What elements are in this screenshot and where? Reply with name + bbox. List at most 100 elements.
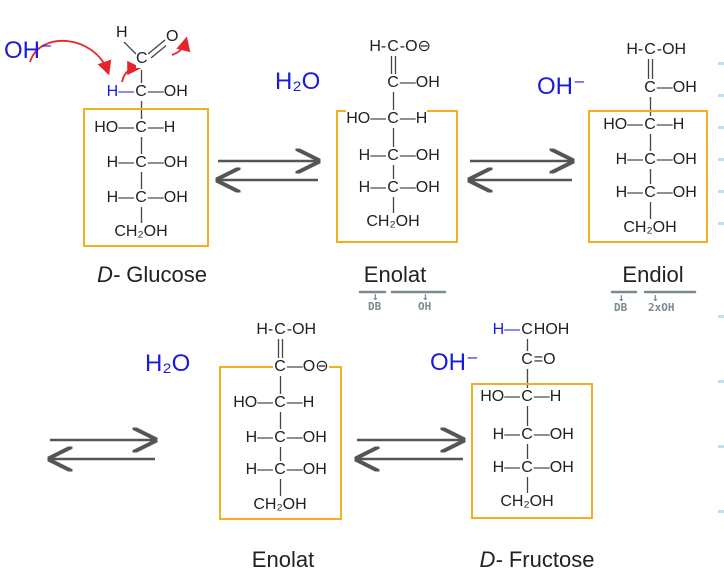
handwritten-arrow-icon: ↓ <box>422 290 429 303</box>
right-substituent: —OH <box>286 461 327 478</box>
left-substituent: H— <box>358 147 387 164</box>
aldehyde-hydrogen: H <box>116 24 128 42</box>
electron-shift-arrow-icon <box>171 36 191 56</box>
endiol-atom-row: H-C-OH <box>580 41 720 59</box>
left-substituent <box>71 223 113 241</box>
label-prefix: D- <box>479 547 503 572</box>
page-edge-mark <box>718 315 724 318</box>
enolat2-label: Enolat <box>251 547 315 572</box>
page-edge-mark <box>718 445 724 448</box>
left-substituent: H— <box>106 154 135 171</box>
carbon: CH₂OH <box>499 493 555 511</box>
right-substituent: —H <box>656 116 685 133</box>
reagent-hydroxide: OH⁻ <box>430 349 479 376</box>
carbon: C <box>273 461 287 479</box>
left-substituent <box>210 358 273 376</box>
glucose-atom-row: H—C—OH <box>71 83 211 101</box>
carbon: C <box>643 151 657 169</box>
fructose-label: D- Fructose <box>479 547 595 572</box>
enolat1-atom-row: HO—C—H <box>323 110 463 128</box>
page-edge-mark <box>718 510 724 513</box>
carbon: C <box>643 116 657 134</box>
carbon: C <box>273 429 287 447</box>
carbon: C <box>386 147 400 165</box>
page-edge-mark <box>718 190 724 193</box>
enolat2-atom-row: CH₂OH <box>210 496 350 514</box>
fructose-atom-row: H—C—OH <box>457 426 597 444</box>
carbon: C <box>386 74 400 92</box>
right-substituent: -OH <box>656 41 687 58</box>
carbon: C <box>386 110 400 128</box>
left-substituent: H— <box>358 179 387 196</box>
left-substituent <box>323 74 386 92</box>
carbon: C <box>520 321 534 339</box>
left-substituent: H— <box>106 189 135 206</box>
enolat1-atom-row: C—OH <box>323 74 463 92</box>
fructose-highlight-box <box>471 383 593 519</box>
carbon: C <box>643 184 657 202</box>
left-substituent: HO— <box>603 116 644 133</box>
left-substituent <box>323 213 365 231</box>
reagent-hydroxide: OH⁻ <box>4 37 53 64</box>
left-substituent <box>457 493 499 511</box>
carbon: C <box>273 394 287 412</box>
aldehyde-carbon: C <box>136 50 148 68</box>
right-substituent: —OH <box>147 83 188 100</box>
right-substituent <box>678 219 720 237</box>
glucose-atom-row: H—C—OH <box>71 189 211 207</box>
page-edge-mark <box>718 222 724 225</box>
carbon: C <box>134 189 148 207</box>
enolat2-atom-row: H—C—OH <box>210 429 350 447</box>
proton-shift-arrow-icon <box>121 60 142 83</box>
carbon: C <box>386 38 400 56</box>
reagent-hydroxide: OH⁻ <box>537 73 586 100</box>
carbon: C <box>520 426 534 444</box>
right-substituent <box>169 223 211 241</box>
right-substituent: =O <box>533 351 556 368</box>
right-substituent: —H <box>533 388 562 405</box>
carbon: C <box>643 79 657 97</box>
carbon: C <box>520 351 534 369</box>
right-substituent: —OH <box>399 179 440 196</box>
endiol-label: Endiol <box>622 262 684 287</box>
enolat2-atom-row: H-C-OH <box>210 321 350 339</box>
left-substituent: H— <box>492 321 521 338</box>
carbon: C <box>134 119 148 137</box>
left-substituent: H— <box>245 461 274 478</box>
aldehyde-oxygen: O <box>166 28 179 46</box>
fructose-atom-row: HO—C—H <box>457 388 597 406</box>
right-substituent: —OH <box>533 426 574 443</box>
right-substituent <box>421 213 463 231</box>
right-substituent: —OH <box>286 429 327 446</box>
carbon: C <box>134 154 148 172</box>
fructose-atom-row: CH₂OH <box>457 493 597 511</box>
enolat1-label: Enolat <box>363 262 427 287</box>
left-substituent: HO— <box>346 110 387 127</box>
right-substituent: —O⊖ <box>286 358 329 375</box>
left-substituent: H- <box>369 38 387 55</box>
right-substituent: —OH <box>399 74 440 91</box>
endiol-atom-row: HO—C—H <box>580 116 720 134</box>
left-substituent: H— <box>615 151 644 168</box>
enolat2-atom-row: H—C—OH <box>210 461 350 479</box>
fructose-atom-row: C=O <box>457 351 597 369</box>
carbonyl-double-bond <box>147 39 166 55</box>
reagent-water: H₂O <box>275 68 321 95</box>
right-substituent: —OH <box>399 147 440 164</box>
left-substituent: H— <box>615 184 644 201</box>
carbon: C <box>520 388 534 406</box>
left-substituent: H— <box>106 83 135 100</box>
carbon: CH₂OH <box>113 223 169 241</box>
left-substituent <box>580 219 622 237</box>
aldehyde-h-bond <box>123 41 137 55</box>
right-substituent: —H <box>286 394 315 411</box>
left-substituent: H- <box>256 321 274 338</box>
left-substituent: H— <box>245 429 274 446</box>
left-substituent: HO— <box>94 119 135 136</box>
handwritten-note: DB <box>368 300 382 313</box>
carbon: CH₂OH <box>365 213 421 231</box>
handwritten-note: DB <box>614 301 628 314</box>
enolat2-atom-row: HO—C—H <box>210 394 350 412</box>
